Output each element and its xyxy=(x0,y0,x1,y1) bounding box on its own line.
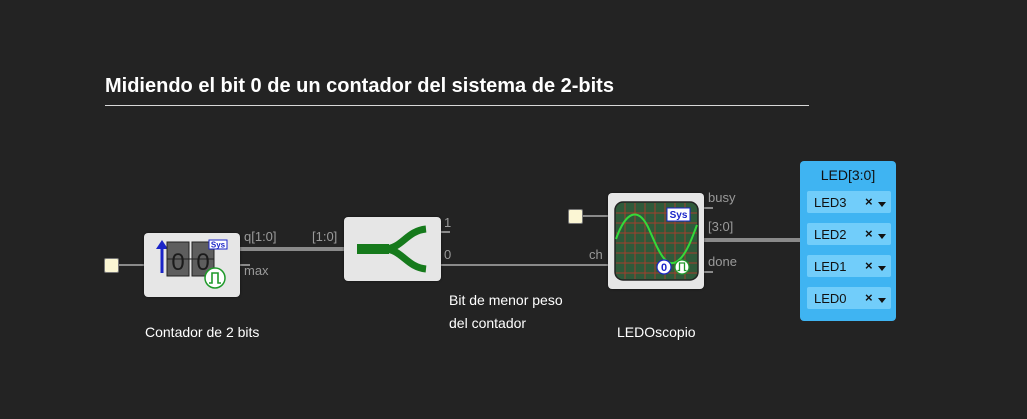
scope-value: 0 xyxy=(661,262,667,274)
led-item-led3[interactable]: LED3 × xyxy=(807,191,891,213)
splitter-icon xyxy=(357,225,427,273)
remove-icon[interactable]: × xyxy=(865,194,873,209)
scope-clock-icon xyxy=(674,259,690,275)
ledoscope-block[interactable]: Sys 0 xyxy=(608,193,704,289)
counter-max-label: max xyxy=(244,263,269,278)
remove-icon[interactable]: × xyxy=(865,226,873,241)
clock-icon xyxy=(204,267,226,289)
led-item-label: LED0 xyxy=(814,291,847,306)
splitter-block[interactable] xyxy=(344,217,441,281)
scope-bus-label: [3:0] xyxy=(708,219,734,234)
splitter-out1-label: 1 xyxy=(444,215,452,230)
scope-sys-badge: Sys xyxy=(670,210,688,221)
counter-icon: 0 0 Sys xyxy=(156,239,228,289)
led-item-led0[interactable]: LED0 × xyxy=(807,287,891,309)
led-item-led1[interactable]: LED1 × xyxy=(807,255,891,277)
ledoscope-caption: LEDOscopio xyxy=(617,324,696,340)
scope-done-label: done xyxy=(708,254,737,269)
remove-icon[interactable]: × xyxy=(865,290,873,305)
splitter-out0-label: 0 xyxy=(444,247,452,262)
led-item-label: LED2 xyxy=(814,227,847,242)
led-item-label: LED3 xyxy=(814,195,847,210)
scope-busy-label: busy xyxy=(708,190,736,205)
counter-input-pin[interactable] xyxy=(104,258,119,273)
splitter-caption-line1: Bit de menor peso xyxy=(449,292,563,308)
chevron-down-icon[interactable] xyxy=(878,266,886,271)
oscilloscope-icon: Sys 0 xyxy=(614,201,699,281)
led-output-panel[interactable]: LED[3:0] LED3 × LED2 × LED1 × LED0 × xyxy=(800,161,896,321)
splitter-in-label: [1:0] xyxy=(312,229,338,244)
counter-block[interactable]: 0 0 Sys xyxy=(144,233,240,297)
scope-value-indicator xyxy=(656,259,672,275)
counter-digit-high: 0 xyxy=(171,249,184,276)
page-title: Midiendo el bit 0 de un contador del sis… xyxy=(105,75,809,106)
counter-digit-low: 0 xyxy=(196,249,209,276)
scope-ch-label: ch xyxy=(589,247,603,262)
chevron-down-icon[interactable] xyxy=(878,234,886,239)
scope-input-pin[interactable] xyxy=(568,209,583,224)
counter-q-label: q[1:0] xyxy=(244,229,277,244)
counter-sys-badge: Sys xyxy=(211,241,226,250)
led-item-led2[interactable]: LED2 × xyxy=(807,223,891,245)
chevron-down-icon[interactable] xyxy=(878,202,886,207)
led-panel-title: LED[3:0] xyxy=(820,167,876,183)
chevron-down-icon[interactable] xyxy=(878,298,886,303)
remove-icon[interactable]: × xyxy=(865,258,873,273)
splitter-caption-line2: del contador xyxy=(449,315,527,331)
counter-caption: Contador de 2 bits xyxy=(145,324,260,340)
led-item-label: LED1 xyxy=(814,259,847,274)
splitter-caption: Bit de menor peso del contador xyxy=(449,289,563,335)
